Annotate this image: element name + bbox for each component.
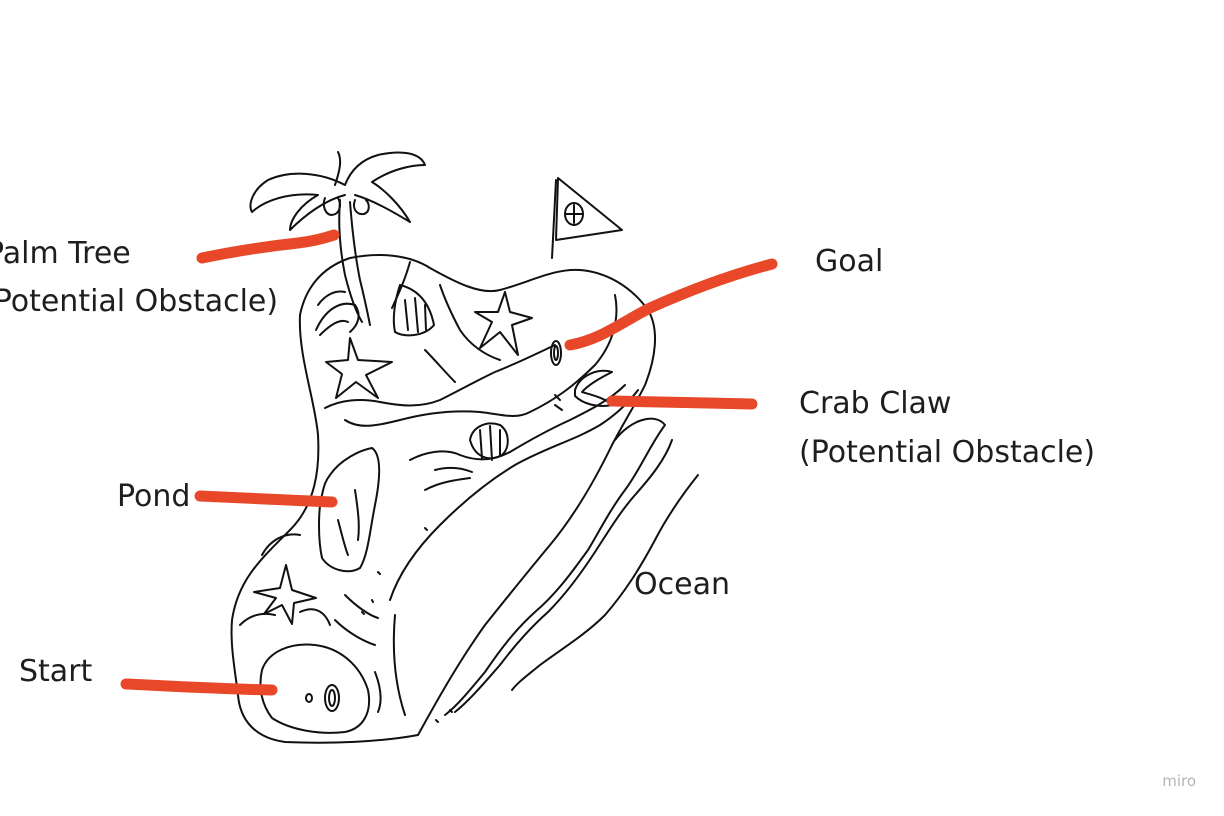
label-crab-claw-note: (Potential Obstacle)	[799, 435, 1096, 470]
start-marker	[325, 685, 339, 711]
start-marker-inner	[329, 690, 335, 706]
lower-terrain	[240, 534, 378, 645]
pond-ripples	[338, 490, 359, 555]
palm-coconuts	[324, 198, 369, 215]
pond-outline	[319, 448, 379, 571]
label-start: Start	[19, 654, 93, 689]
goal-marker	[551, 341, 561, 365]
label-goal: Goal	[815, 244, 884, 279]
zigzag-top	[392, 262, 500, 382]
leader-start	[126, 684, 272, 690]
sand-dots	[362, 528, 452, 722]
leader-goal	[570, 264, 772, 345]
ocean-wave-1	[445, 419, 665, 715]
label-pond: Pond	[117, 479, 191, 514]
start-area-detail	[375, 672, 381, 712]
inner-coast-2	[394, 615, 405, 715]
goal-marker-inner	[554, 346, 558, 360]
inner-coast	[390, 390, 638, 600]
leader-palm-tree	[202, 235, 334, 258]
crab-claw-mark	[555, 395, 562, 410]
palm-fronds	[251, 152, 425, 230]
starfish-1	[326, 338, 392, 398]
starfish-2	[475, 292, 532, 355]
label-palm-tree-note: (Potential Obstacle)	[0, 284, 279, 319]
goal-flag-pole	[552, 180, 556, 258]
cliff-left	[318, 292, 348, 335]
palm-base	[316, 304, 359, 332]
inner-ridge	[325, 345, 555, 408]
shell-top	[394, 285, 434, 335]
goal-flag-emblem-mark	[566, 205, 582, 223]
beach-line-2	[425, 468, 472, 490]
goal-flag	[556, 178, 622, 240]
crab-claw	[575, 371, 612, 406]
label-crab-claw: Crab Claw	[799, 386, 952, 421]
island-outline	[232, 255, 655, 743]
label-palm-tree: Palm Tree	[0, 236, 131, 271]
leader-crab-claw	[612, 401, 752, 404]
start-area	[260, 644, 369, 732]
beach-line	[410, 385, 625, 460]
inner-shoreline	[345, 295, 616, 426]
shell-middle	[470, 423, 508, 460]
ocean-wave-3	[512, 475, 698, 690]
label-ocean: Ocean	[634, 567, 730, 602]
ocean-wave-2	[455, 440, 672, 712]
miro-watermark: miro	[1162, 772, 1196, 790]
palm-trunk	[339, 200, 370, 325]
start-dot	[306, 694, 312, 702]
starfish-3	[254, 565, 316, 624]
leader-pond	[200, 496, 332, 502]
